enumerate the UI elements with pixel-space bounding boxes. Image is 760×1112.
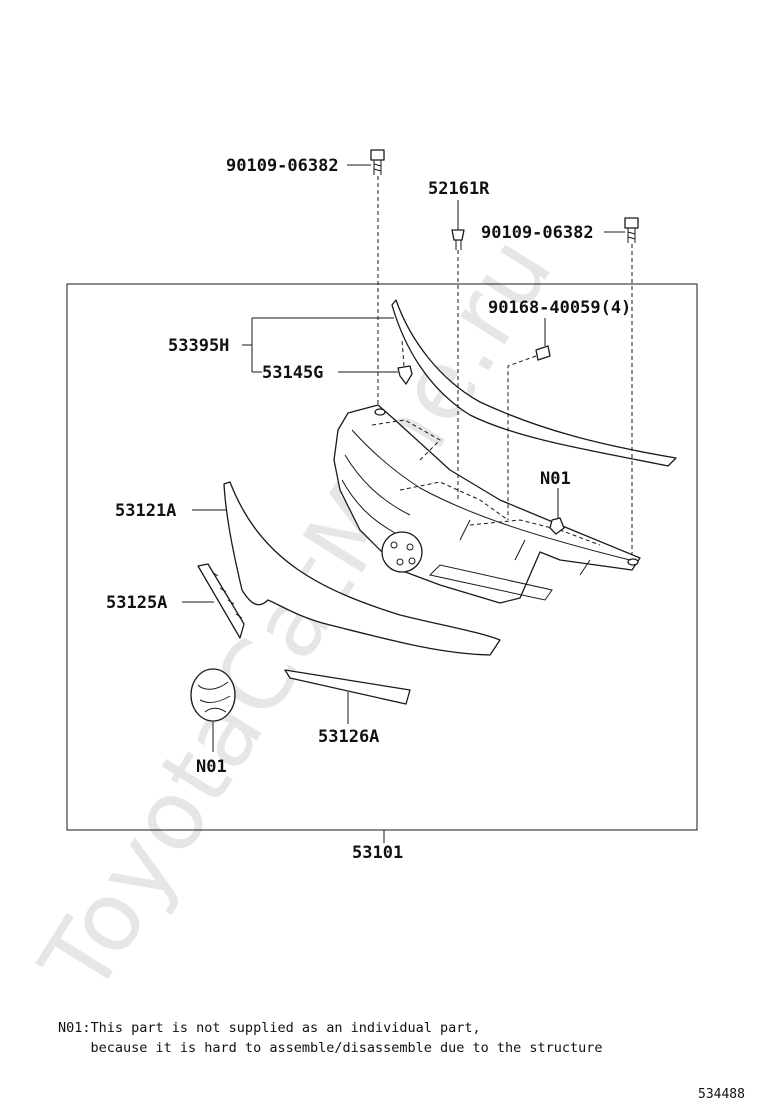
bolt-left-part bbox=[370, 149, 385, 175]
label-n01-upper: N01 bbox=[540, 469, 571, 489]
label-53126a: 53126A bbox=[318, 727, 379, 747]
label-53101: 53101 bbox=[352, 843, 403, 863]
screw-part bbox=[535, 345, 551, 361]
label-bolt-left: 90109-06382 bbox=[226, 156, 339, 176]
label-clip-52161r: 52161R bbox=[428, 179, 490, 199]
moulding-53126a-part bbox=[284, 669, 411, 705]
install-line-clip-53145g bbox=[401, 339, 405, 367]
label-53145g: 53145G bbox=[262, 363, 323, 383]
moulding-53125a-part bbox=[197, 563, 245, 639]
clip-52161r-part bbox=[451, 229, 465, 250]
footnote-line-2: because it is hard to assemble/disassemb… bbox=[58, 1040, 603, 1056]
label-bolt-right: 90109-06382 bbox=[481, 223, 594, 243]
install-line-screw bbox=[507, 355, 537, 520]
lower-moulding-part bbox=[223, 481, 501, 656]
nut-part bbox=[549, 517, 565, 535]
catalog-number: 534488 bbox=[698, 1087, 745, 1102]
footnote-line-1: N01:This part is not supplied as an indi… bbox=[58, 1020, 481, 1036]
bolt-right-part bbox=[624, 217, 639, 243]
label-53395h: 53395H bbox=[168, 336, 229, 356]
label-53121a: 53121A bbox=[115, 501, 176, 521]
label-n01-lower: N01 bbox=[196, 757, 227, 777]
watermark-text: ToyotaCatMine.ru bbox=[19, 216, 575, 1013]
radiator-grille-body bbox=[333, 404, 641, 604]
assembly-frame bbox=[66, 283, 698, 831]
clip-part bbox=[397, 365, 413, 385]
emblem-part bbox=[190, 668, 236, 722]
label-53125a: 53125A bbox=[106, 593, 167, 613]
upper-moulding-part bbox=[391, 299, 677, 467]
leader-53395h bbox=[242, 317, 394, 373]
label-screw-90168: 90168-40059(4) bbox=[488, 298, 631, 318]
